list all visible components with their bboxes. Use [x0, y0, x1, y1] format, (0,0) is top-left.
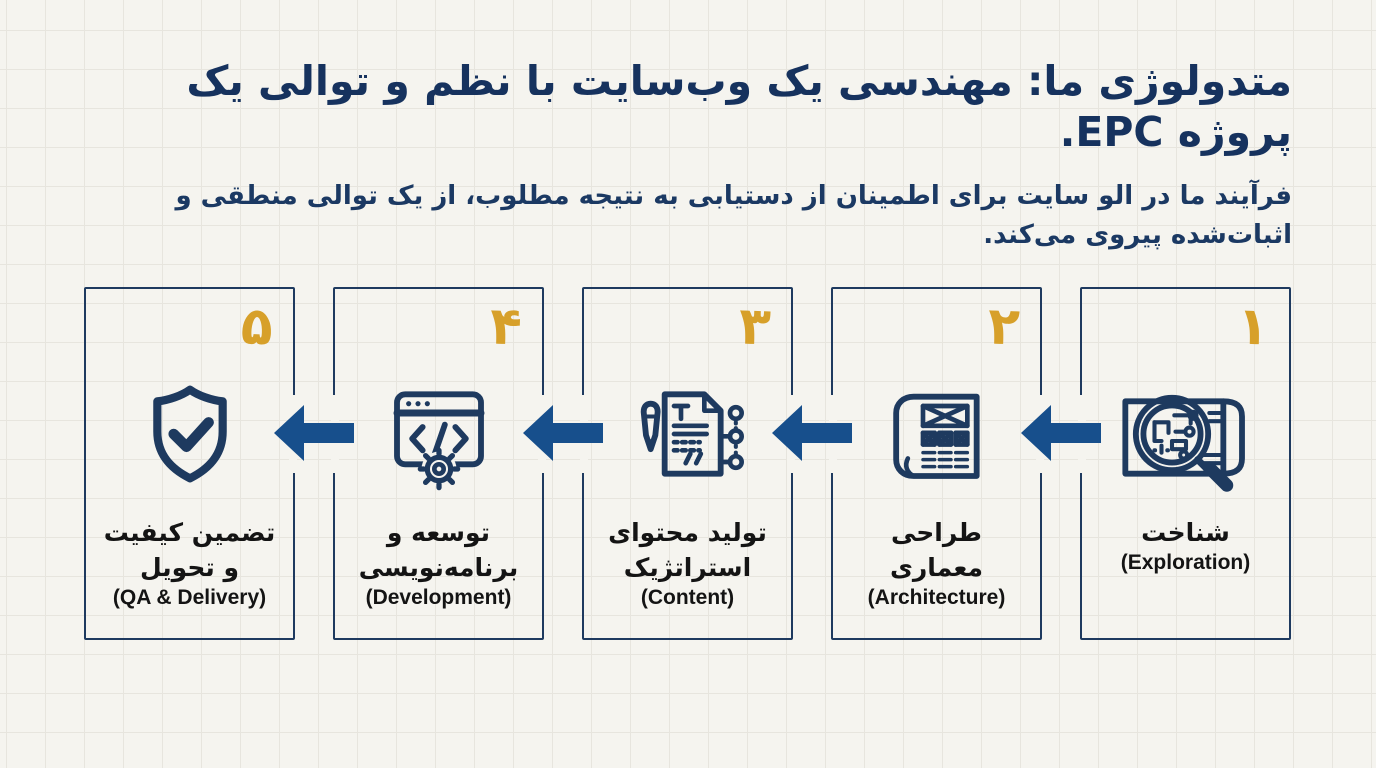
page-subtitle: فرآیند ما در الو سایت برای اطمینان از دس… — [175, 180, 1292, 250]
step-label-fa: تضمین کیفیت و تحویل — [103, 518, 276, 582]
step-label-en: (Development) — [365, 586, 512, 609]
step-label-fa: طراحی معماری — [889, 518, 984, 582]
step-number: ۵ — [240, 296, 275, 358]
flow-arrow — [1021, 405, 1101, 461]
flow-arrow — [772, 405, 852, 461]
step-label-en: (Architecture) — [867, 586, 1006, 609]
step-card-development: ۴ — [331, 287, 546, 640]
code-window-gear-icon — [369, 355, 509, 513]
step-label-en: (Exploration) — [1120, 551, 1251, 574]
step-label-fa: توسعه و برنامه‌نویسی — [358, 518, 519, 582]
shield-check-icon — [120, 355, 260, 513]
step-card-architecture: ۲ — [829, 287, 1044, 640]
step-card-content: ۳ — [580, 287, 795, 640]
step-card-qa-delivery: ۵ تضمین کیفیت و تحویل (QA & Delivery) — [84, 287, 297, 640]
magnifier-blueprint-icon — [1116, 355, 1256, 513]
step-label-fa: شناخت — [1141, 518, 1230, 547]
page-title: متدولوژی ما: مهندسی یک وب‌سایت با نظم و … — [186, 57, 1292, 157]
flow-arrow — [523, 405, 603, 461]
step-number: ۱ — [1236, 296, 1271, 358]
step-label-en: (QA & Delivery) — [112, 586, 267, 609]
step-label-fa: تولید محتوای استراتژیک — [608, 518, 767, 582]
blueprint-wireframe-icon — [867, 355, 1007, 513]
header: متدولوژی ما: مهندسی یک وب‌سایت با نظم و … — [0, 0, 1376, 255]
pen-document-icon — [618, 355, 758, 513]
flow-arrow — [274, 405, 354, 461]
step-label-en: (Content) — [640, 586, 735, 609]
step-number: ۴ — [489, 296, 524, 358]
process-flow: ۱ — [84, 287, 1291, 640]
step-number: ۳ — [738, 296, 773, 358]
step-number: ۲ — [987, 296, 1022, 358]
step-card-exploration: ۱ — [1078, 287, 1291, 640]
